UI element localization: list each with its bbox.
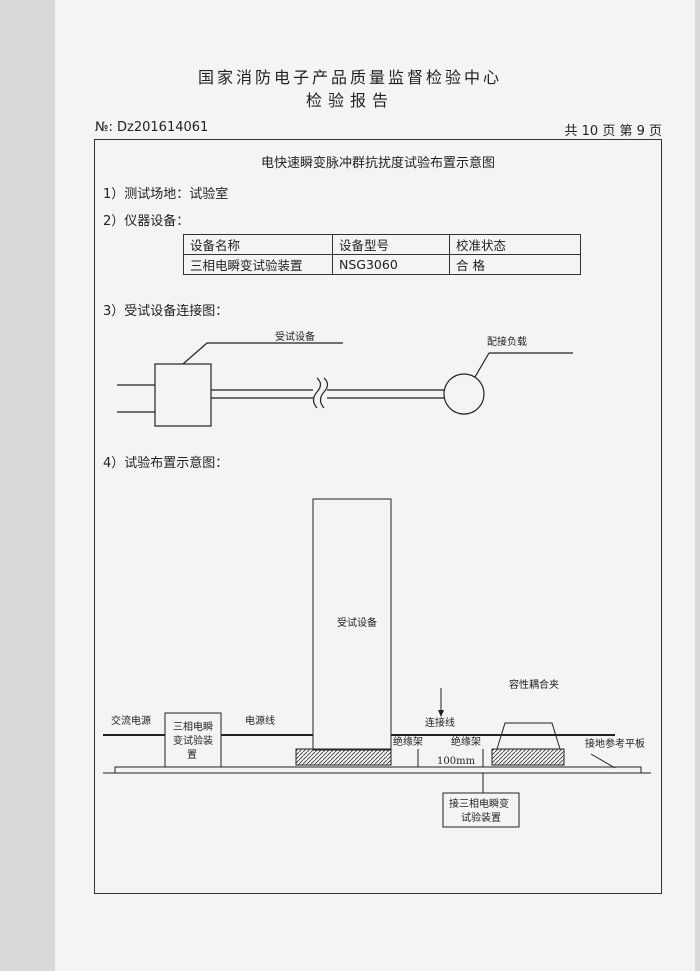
load-circle — [443, 373, 485, 415]
generator-label: 三相电瞬 — [173, 720, 213, 733]
ground-plane — [114, 766, 642, 774]
layout-diagram: 受试设备 交流电源 三相电瞬 变试验装 置 电源线 连接线 容性耦合夹 接地参考… — [103, 498, 651, 828]
ground-plane-label: 接地参考平板 — [585, 737, 645, 750]
insulator-label: 绝缘架 — [393, 735, 423, 748]
table-cell: 三相电瞬变试验装置 — [183, 254, 333, 275]
eut-cabinet-label: 受试设备 — [337, 616, 377, 629]
distance-label: 100mm — [437, 756, 476, 767]
table-cell: NSG3060 — [332, 254, 450, 275]
equipment-table: 设备名称 设备型号 校准状态 三相电瞬变试验装置 NSG3060 合 格 — [183, 234, 581, 275]
eut-label: 受试设备 — [275, 330, 315, 343]
to-generator-box — [442, 792, 520, 828]
content-frame: 电快速瞬变脉冲群抗扰度试验布置示意图 1）测试场地：试验室 2）仪器设备： 设备… — [94, 139, 662, 894]
table-row: 三相电瞬变试验装置 NSG3060 合 格 — [183, 254, 581, 275]
load-leader — [474, 352, 490, 378]
cable-break — [312, 377, 322, 409]
load-label: 配接负载 — [487, 335, 527, 348]
header-report: 检验报告 — [305, 91, 394, 110]
connect-line-label: 连接线 — [425, 716, 455, 729]
page-count: 共 10 页 第 9 页 — [564, 124, 662, 139]
header-org: 国家消防电子产品质量监督检验中心 — [197, 68, 502, 87]
ground-leader — [590, 753, 616, 769]
ac-power-label: 交流电源 — [111, 714, 151, 727]
cable-break — [319, 377, 329, 409]
section-equipment: 2）仪器设备： — [103, 214, 190, 229]
report-number: №: Dz201614061 — [95, 120, 209, 135]
clamp-insulator — [491, 748, 565, 766]
connection-diagram: 受试设备 配接负载 — [117, 330, 573, 427]
section-layout: 4）试验布置示意图： — [103, 456, 229, 471]
section-site: 1）测试场地：试验室 — [103, 187, 229, 202]
paper-page — [55, 0, 695, 971]
figure-title: 电快速瞬变脉冲群抗扰度试验布置示意图 — [260, 156, 495, 171]
insulator-label: 绝缘架 — [451, 735, 481, 748]
to-generator-label: 试验装置 — [461, 811, 501, 824]
table-cell: 合 格 — [449, 254, 581, 275]
eut-leader — [182, 342, 208, 365]
power-line-label: 电源线 — [245, 714, 275, 727]
coupling-clamp — [496, 722, 561, 750]
generator-label: 置 — [187, 749, 197, 761]
section-connection: 3）受试设备连接图： — [103, 304, 229, 319]
eut-insulator — [295, 748, 392, 766]
clamp-label: 容性耦合夹 — [509, 678, 559, 691]
arrow-head — [438, 710, 444, 717]
generator-label: 变试验装 — [173, 734, 213, 747]
to-generator-label: 接三相电瞬变 — [449, 797, 509, 810]
